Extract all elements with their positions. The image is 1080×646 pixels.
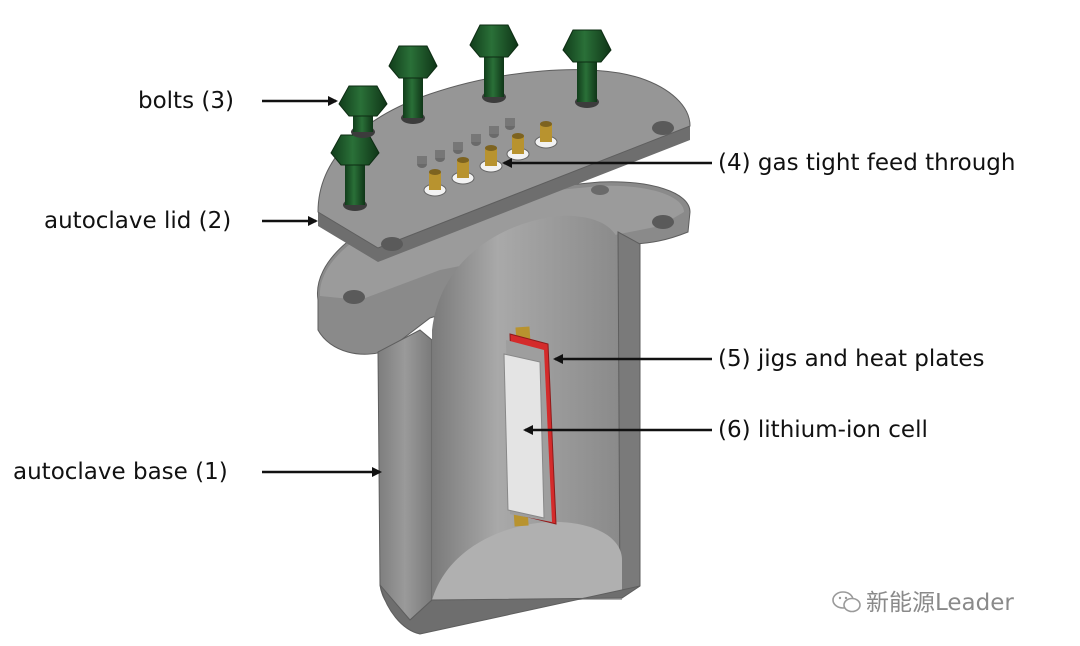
base-wall-left (377, 329, 433, 621)
base-bolt-hole (591, 185, 609, 195)
bolts (330, 24, 612, 211)
wechat-icon (832, 591, 861, 613)
bolt (562, 29, 612, 108)
feedthrough-fitting (534, 121, 558, 149)
feedthrough-nut (453, 142, 463, 154)
feedthrough-nut (471, 134, 481, 146)
feedthrough-fitting (423, 169, 447, 197)
feedthrough-nut (489, 126, 499, 138)
label-autoclave-lid: autoclave lid (2) (44, 208, 232, 234)
feedthrough-nut (417, 156, 427, 168)
feedthrough-fitting (451, 157, 475, 185)
base-bolt-hole (652, 215, 674, 229)
lid-bolt-hole (381, 237, 403, 251)
label-feedthrough: (4) gas tight feed through (718, 150, 1016, 176)
base-bottom (379, 584, 641, 635)
autoclave-base (316, 181, 691, 635)
watermark: 新能源Leader (832, 583, 1014, 617)
lithium-ion-cell (503, 353, 545, 519)
lid-bolt-hole (652, 121, 674, 135)
label-jigs: (5) jigs and heat plates (718, 346, 985, 372)
label-autoclave-base: autoclave base (1) (13, 459, 228, 485)
feedthrough-nut (435, 150, 445, 162)
base-bolt-hole (343, 290, 365, 304)
feedthrough-array (417, 118, 558, 197)
bolt (469, 24, 519, 103)
feedthrough-nut (505, 118, 515, 130)
bolt (330, 134, 380, 211)
label-cell: (6) lithium-ion cell (718, 417, 928, 443)
watermark-text: 新能源Leader (866, 590, 1014, 616)
bolt (338, 85, 388, 138)
base-floor (432, 521, 622, 600)
bolt (388, 45, 438, 124)
base-wall-right (617, 231, 641, 599)
leader-arrows (262, 96, 712, 477)
jig-assembly (503, 326, 557, 527)
label-bolts: bolts (3) (138, 88, 234, 114)
feedthrough-fitting (506, 133, 530, 161)
